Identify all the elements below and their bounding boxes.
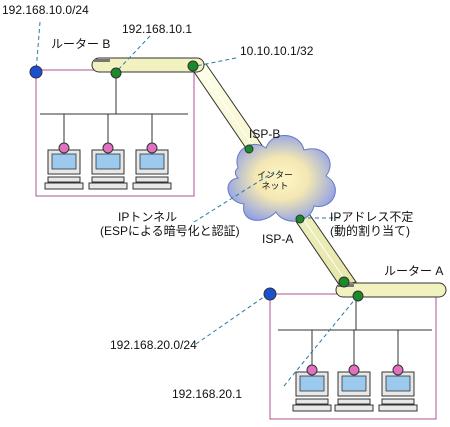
pc-b-2 [88,149,128,190]
router-a-label: ルーター A [384,264,444,278]
host-node [58,142,70,154]
internet-line-1: インター [256,170,293,180]
bottom-subnet-label: 192.168.20.0/24 [110,338,197,352]
pc-a-1 [292,371,332,412]
host-node [102,142,114,154]
host-node [146,142,158,154]
isp-a-label: ISP-A [262,232,294,246]
subnet-node-b [29,65,43,79]
pc-b-3 [132,149,172,190]
tunnel-line-1: IPトンネル [118,210,178,224]
pc-a-3 [378,371,418,412]
host-node [348,364,360,376]
dynamic-ip-line-2: (動的割り当て) [330,224,410,238]
internet-line-2: ネット [261,181,289,191]
host-node [392,364,404,376]
bottom-router-ip-label: 192.168.20.1 [172,387,243,401]
isp-a-node [295,214,305,224]
host-node [306,364,318,376]
isp-b-node [244,144,254,154]
top-subnet-label: 192.168.10.0/24 [2,3,89,17]
lan-interface-b [110,67,122,79]
wan-interface-b [187,60,199,72]
top-router-ip-label: 192.168.10.1 [122,22,193,36]
pc-a-2 [334,371,374,412]
dynamic-ip-line-1: IPアドレス不定 [330,210,414,224]
lan-interface-a [352,290,364,302]
dynamic-ip-label: IPアドレス不定 (動的割り当て) [330,210,413,238]
wan-ip-b-label: 10.10.10.1/32 [240,44,314,58]
router-b-label: ルーター B [51,37,111,51]
subnet-node-a [263,287,277,301]
router-a-body [335,282,447,298]
tunnel-label: IPトンネル (ESPによる暗号化と認証) [100,210,240,238]
wan-interface-a [338,276,350,288]
internet-label: インター ネット [255,170,295,192]
tunnel-line-2: (ESPによる暗号化と認証) [100,224,240,238]
internet-cloud [227,135,336,222]
isp-b-label: ISP-B [249,127,281,141]
router-b-body [91,57,205,73]
pc-b-1 [44,149,84,190]
